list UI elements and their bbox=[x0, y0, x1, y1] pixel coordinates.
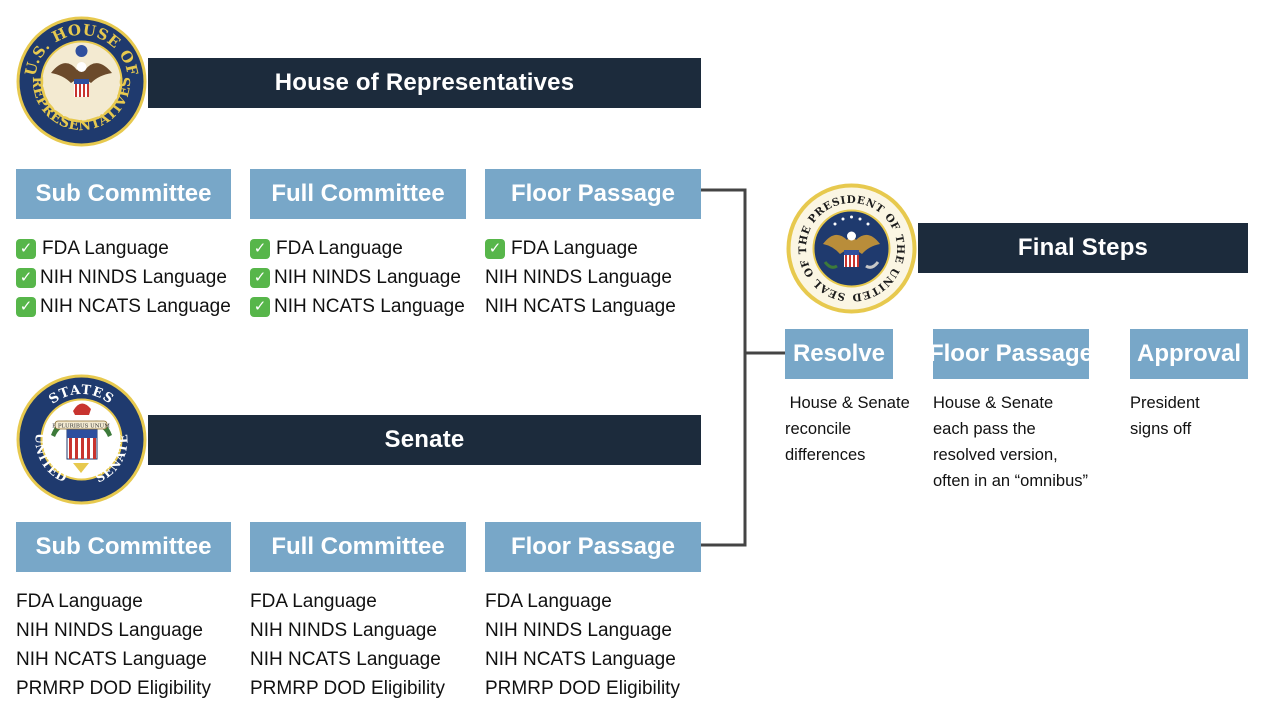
senate-seal: STATES UNITED SENATE E PLURIBUS UNUM bbox=[15, 373, 148, 506]
list-item: ✓ FDA Language bbox=[250, 234, 465, 263]
list-item-label: FDA Language bbox=[511, 238, 638, 259]
list-item: FDA Language bbox=[16, 587, 211, 616]
house-subcommittee-list: ✓FDA Language ✓NIH NINDS Language ✓NIH N… bbox=[16, 234, 231, 321]
list-item-label: NIH NINDS Language bbox=[274, 267, 461, 288]
description-line: resolved version, bbox=[933, 446, 1058, 464]
list-item-label: NIH NINDS Language bbox=[40, 267, 227, 288]
final-steps-banner: Final Steps bbox=[918, 223, 1248, 273]
list-item: ✓NIH NINDS Language bbox=[16, 263, 231, 292]
list-item: ✓ FDA Language bbox=[485, 234, 676, 263]
list-item: ✓NIH NCATS Language bbox=[16, 292, 231, 321]
list-item-label: NIH NINDS Language bbox=[485, 620, 672, 641]
description-line: President bbox=[1130, 394, 1200, 412]
list-item: NIH NCATS Language bbox=[16, 645, 211, 674]
senate-stage-floorpassage: Floor Passage bbox=[485, 522, 701, 572]
senate-stage-fullcommittee: Full Committee bbox=[250, 522, 466, 572]
description-line: House & Senate bbox=[933, 394, 1054, 412]
description-line: reconcile bbox=[785, 420, 852, 438]
house-connector-line bbox=[701, 188, 785, 355]
list-item-label: FDA Language bbox=[16, 591, 143, 612]
check-mark-icon: ✓ bbox=[16, 238, 36, 259]
check-mark-icon: ✓ bbox=[250, 296, 270, 317]
list-item: NIH NCATS Language bbox=[485, 645, 680, 674]
list-item-label: NIH NCATS Language bbox=[16, 649, 207, 670]
list-item-label: NIH NINDS Language bbox=[250, 620, 437, 641]
list-item: FDA Language bbox=[485, 587, 680, 616]
check-mark-icon: ✓ bbox=[485, 238, 505, 259]
list-item: PRMRP DOD Eligibility bbox=[16, 674, 211, 703]
senate-subcommittee-list: FDA Language NIH NINDS Language NIH NCAT… bbox=[16, 587, 211, 703]
check-mark-icon: ✓ bbox=[16, 296, 36, 317]
list-item-label: NIH NINDS Language bbox=[485, 267, 672, 288]
president-seal: SEAL OF THE PRESIDENT OF THE UNITED STAT… bbox=[780, 173, 918, 315]
description-line: each pass the bbox=[933, 420, 1036, 438]
description-line: House & Senate bbox=[785, 394, 910, 412]
list-item-label: FDA Language bbox=[250, 591, 377, 612]
list-item-label: FDA Language bbox=[42, 238, 169, 259]
description-line: often in an “omnibus” bbox=[933, 472, 1089, 490]
list-item: NIH NINDS Language bbox=[250, 616, 445, 645]
list-item: NIH NINDS Language bbox=[485, 263, 676, 292]
check-mark-icon: ✓ bbox=[250, 238, 270, 259]
list-item-label: PRMRP DOD Eligibility bbox=[16, 678, 211, 699]
list-item: NIH NINDS Language bbox=[16, 616, 211, 645]
check-mark-icon: ✓ bbox=[250, 267, 270, 288]
house-stage-fullcommittee: Full Committee bbox=[250, 169, 466, 219]
house-seal: U.S. HOUSE OF REPRESENTATIVES bbox=[15, 15, 148, 148]
description-line: differences bbox=[785, 446, 866, 464]
list-item: NIH NINDS Language bbox=[485, 616, 680, 645]
list-item-label: NIH NCATS Language bbox=[485, 296, 676, 317]
list-item-label: PRMRP DOD Eligibility bbox=[485, 678, 680, 699]
svg-text:E PLURIBUS UNUM: E PLURIBUS UNUM bbox=[52, 424, 110, 430]
list-item: FDA Language bbox=[250, 587, 445, 616]
list-item-label: FDA Language bbox=[485, 591, 612, 612]
list-item: NIH NCATS Language bbox=[250, 645, 445, 674]
house-banner: House of Representatives bbox=[148, 58, 701, 108]
list-item-label: NIH NCATS Language bbox=[485, 649, 676, 670]
house-stage-subcommittee: Sub Committee bbox=[16, 169, 231, 219]
senate-stage-subcommittee: Sub Committee bbox=[16, 522, 231, 572]
list-item-label: NIH NCATS Language bbox=[250, 649, 441, 670]
list-item-label: NIH NCATS Language bbox=[40, 296, 231, 317]
list-item: PRMRP DOD Eligibility bbox=[485, 674, 680, 703]
final-stage-floorpassage: Floor Passage bbox=[929, 329, 1093, 379]
resolve-description: House & Senate reconcile differences bbox=[785, 390, 910, 468]
list-item-label: NIH NCATS Language bbox=[274, 296, 465, 317]
house-fullcommittee-list: ✓FDA Language ✓NIH NINDS Language ✓NIH N… bbox=[250, 234, 465, 321]
check-mark-icon: ✓ bbox=[16, 267, 36, 288]
list-item-label: PRMRP DOD Eligibility bbox=[250, 678, 445, 699]
description-line: signs off bbox=[1130, 420, 1192, 438]
senate-fullcommittee-list: FDA Language NIH NINDS Language NIH NCAT… bbox=[250, 587, 445, 703]
list-item-label: FDA Language bbox=[276, 238, 403, 259]
list-item: NIH NCATS Language bbox=[485, 292, 676, 321]
house-floorpassage-list: ✓ FDA Language NIH NINDS Language NIH NCA… bbox=[485, 234, 676, 321]
list-item: ✓ FDA Language bbox=[16, 234, 231, 263]
list-item-label: NIH NINDS Language bbox=[16, 620, 203, 641]
senate-floorpassage-list: FDA Language NIH NINDS Language NIH NCAT… bbox=[485, 587, 680, 703]
house-stage-floorpassage: Floor Passage bbox=[485, 169, 701, 219]
final-stage-resolve: Resolve bbox=[785, 329, 893, 379]
senate-banner: Senate bbox=[148, 415, 701, 465]
final-stage-approval: Approval bbox=[1130, 329, 1248, 379]
senate-connector-line bbox=[701, 353, 747, 547]
list-item: PRMRP DOD Eligibility bbox=[250, 674, 445, 703]
approval-description: President signs off bbox=[1130, 390, 1200, 442]
list-item: ✓NIH NINDS Language bbox=[250, 263, 465, 292]
floorpassage-description: House & Senate each pass the resolved ve… bbox=[933, 390, 1088, 494]
list-item: ✓NIH NCATS Language bbox=[250, 292, 465, 321]
